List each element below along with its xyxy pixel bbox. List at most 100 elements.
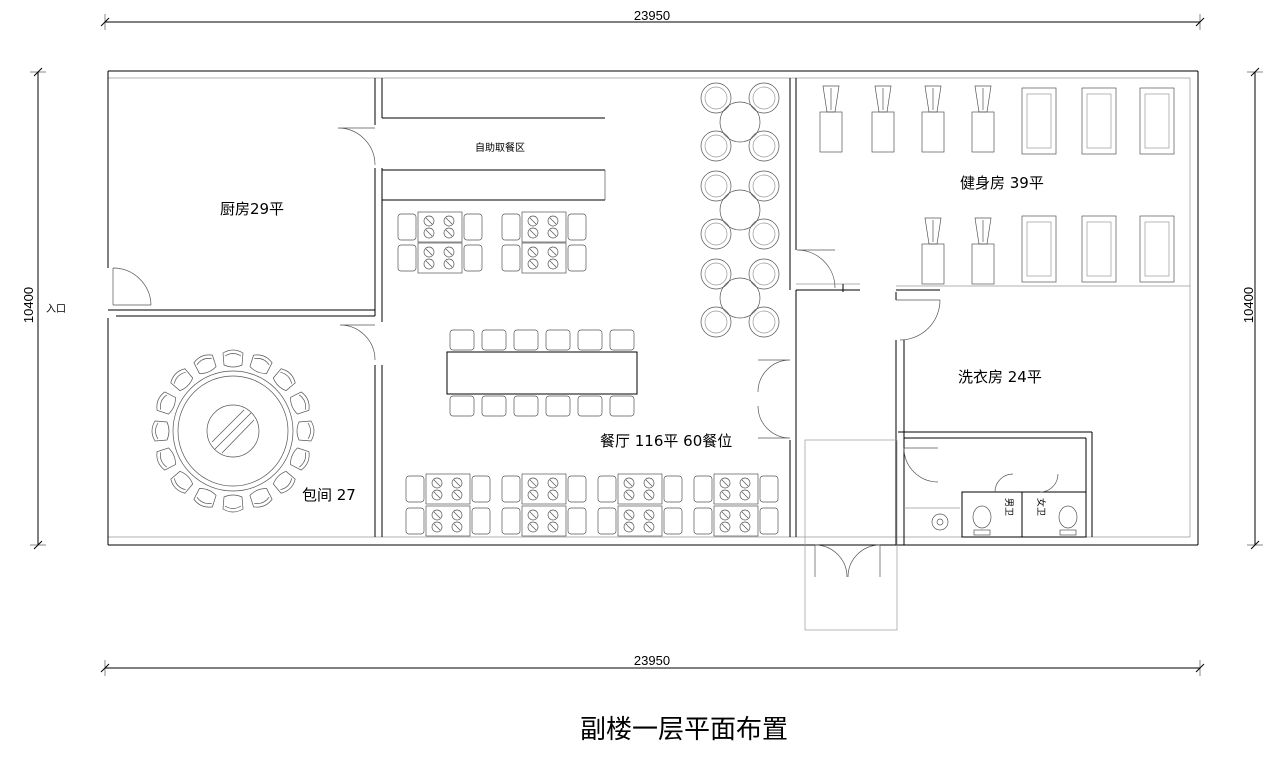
chair — [290, 391, 310, 415]
chair — [577, 395, 603, 417]
dining-hall: 餐厅 116平 60餐位 — [397, 82, 780, 537]
chair — [567, 475, 587, 503]
chair — [222, 494, 244, 513]
booth-table — [501, 505, 587, 537]
chair — [449, 329, 475, 351]
chair — [471, 475, 491, 503]
chair — [567, 507, 587, 535]
booth-table — [501, 242, 587, 274]
chair — [193, 488, 217, 508]
women-wc-label: 女卫 — [1035, 498, 1047, 516]
private-room-label: 包间 27 — [302, 486, 356, 504]
chair — [597, 507, 617, 535]
gym-label: 健身房 39平 — [960, 174, 1044, 192]
round-table — [700, 82, 780, 162]
kitchen-label: 厨房29平 — [220, 200, 284, 218]
corridor — [757, 78, 1190, 631]
dimension-right: 10400 — [1241, 67, 1263, 550]
chair — [501, 213, 521, 241]
treadmill — [1081, 215, 1117, 283]
treadmill — [1139, 87, 1175, 155]
chair — [405, 475, 425, 503]
chair — [463, 213, 483, 241]
dimension-bottom: 23950 — [100, 653, 1205, 676]
chair — [663, 507, 683, 535]
chair — [597, 475, 617, 503]
booth-table — [501, 211, 587, 243]
chair — [577, 329, 603, 351]
men-wc-label: 男卫 — [1003, 498, 1014, 516]
chair — [693, 475, 713, 503]
booth-table — [597, 473, 683, 505]
chair — [193, 354, 217, 374]
chair — [567, 213, 587, 241]
chair — [501, 475, 521, 503]
round-table — [700, 258, 780, 338]
chair — [663, 475, 683, 503]
dimension-right-label: 10400 — [1241, 287, 1256, 323]
kitchen-room: 厨房29平 — [108, 78, 383, 322]
plan-title: 副楼一层平面布置 — [580, 715, 788, 745]
dimension-left: 10400 — [21, 67, 46, 550]
booth-table — [405, 505, 491, 537]
chair — [759, 507, 779, 535]
chair — [397, 213, 417, 241]
booth-table — [597, 505, 683, 537]
chair — [290, 447, 310, 471]
chair — [471, 507, 491, 535]
long-table — [446, 351, 638, 395]
chair — [397, 244, 417, 272]
restrooms: 男卫 女卫 — [898, 431, 1093, 538]
weight-bench — [921, 85, 945, 153]
chair — [249, 488, 273, 508]
entrance-label: 入口 — [46, 304, 66, 315]
chair — [449, 395, 475, 417]
booth-table — [397, 211, 483, 243]
chair — [249, 354, 273, 374]
dimension-top: 23950 — [100, 8, 1205, 30]
chair — [222, 349, 244, 368]
laundry-label: 洗衣房 24平 — [958, 368, 1042, 386]
chair — [501, 244, 521, 272]
chair — [693, 507, 713, 535]
round-table — [700, 170, 780, 250]
outer-walls — [107, 70, 1199, 546]
treadmill — [1081, 87, 1117, 155]
chair — [151, 420, 170, 442]
booth-table — [397, 242, 483, 274]
weight-bench — [971, 217, 995, 285]
chair — [513, 329, 539, 351]
chair — [156, 447, 176, 471]
treadmill — [1021, 87, 1057, 155]
booth-table — [693, 473, 779, 505]
weight-bench — [971, 85, 995, 153]
gym-room: 健身房 39平 — [819, 85, 1175, 285]
chair — [481, 329, 507, 351]
treadmill — [1139, 215, 1175, 283]
booth-table — [693, 505, 779, 537]
chair — [272, 368, 296, 392]
weight-bench — [921, 217, 945, 285]
chair — [463, 244, 483, 272]
chair — [759, 475, 779, 503]
booth-table — [405, 473, 491, 505]
dimension-top-label: 23950 — [634, 8, 670, 23]
weight-bench — [871, 85, 895, 153]
chair — [405, 507, 425, 535]
chair — [513, 395, 539, 417]
chair — [481, 395, 507, 417]
chair — [170, 368, 194, 392]
laundry-room: 洗衣房 24平 — [958, 368, 1042, 386]
chair — [156, 391, 176, 415]
chair — [609, 395, 635, 417]
buffet-label: 自助取餐区 — [475, 141, 525, 154]
chair — [545, 395, 571, 417]
buffet-counter: 自助取餐区 — [382, 117, 606, 201]
private-room: 包间 27 — [151, 324, 383, 537]
chair — [567, 244, 587, 272]
dimension-left-label: 10400 — [21, 287, 36, 323]
chair — [170, 470, 194, 494]
dining-label: 餐厅 116平 60餐位 — [600, 432, 732, 450]
chair — [545, 329, 571, 351]
